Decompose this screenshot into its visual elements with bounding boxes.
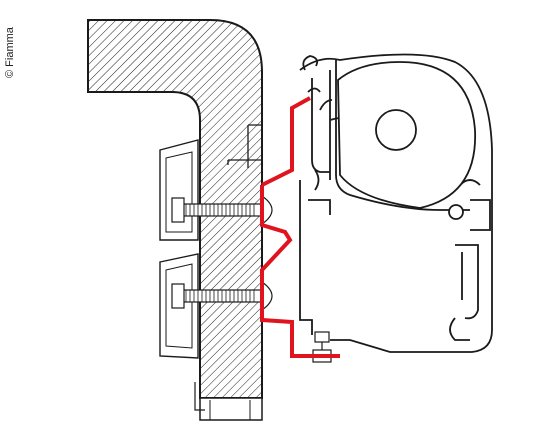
red-adapter-bracket (260, 96, 340, 358)
clamp-blocks (159, 139, 199, 359)
threaded-bolts (171, 194, 273, 312)
wall-fittings (227, 100, 263, 168)
hatched-wall-section (87, 19, 263, 421)
roller-tube (337, 61, 476, 220)
